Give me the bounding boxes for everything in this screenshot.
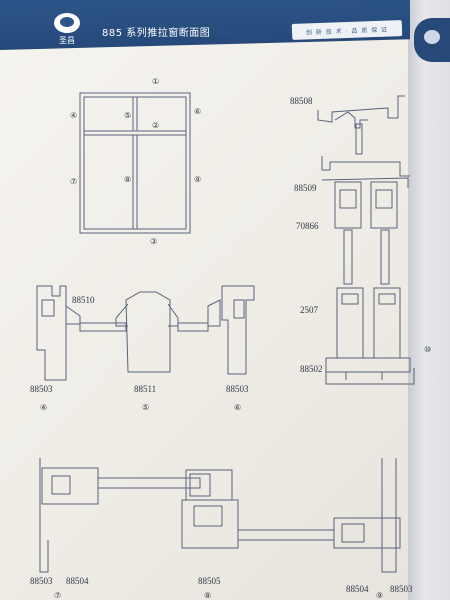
marker-3: ③ xyxy=(150,237,157,246)
label-88505: 88505 xyxy=(198,576,221,586)
label-88508: 88508 xyxy=(290,96,313,106)
marker-section-8: ⑧ xyxy=(204,591,211,600)
label-88511: 88511 xyxy=(134,384,156,394)
label-88509: 88509 xyxy=(294,183,317,193)
marker-section-5: ⑤ xyxy=(142,403,149,412)
marker-4: ④ xyxy=(70,111,77,120)
logo: 圣昌 xyxy=(44,6,90,52)
label-70866: 70866 xyxy=(296,221,319,231)
label-88503-right: 88503 xyxy=(226,384,249,394)
label-2507: 2507 xyxy=(300,305,319,315)
label-bottom-88504-left: 88504 xyxy=(66,576,89,586)
page-title: 885 系列推拉窗断面图 xyxy=(102,28,211,39)
marker-5: ⑤ xyxy=(124,111,131,120)
logo-icon xyxy=(54,12,80,33)
label-bottom-88503-left: 88503 xyxy=(30,576,53,586)
label-bottom-88504-right: 88504 xyxy=(346,584,369,594)
marker-1: ① xyxy=(152,77,159,86)
label-88502: 88502 xyxy=(300,364,323,374)
marker-10: ⑩ xyxy=(424,345,431,354)
marker-6: ⑥ xyxy=(194,107,201,116)
marker-section-6: ⑥ xyxy=(234,403,241,412)
adjacent-page-logo-icon xyxy=(414,18,450,62)
logo-text: 圣昌 xyxy=(59,35,75,45)
window-elevation xyxy=(79,92,191,234)
marker-section-9: ⑨ xyxy=(376,591,383,600)
marker-7: ⑦ xyxy=(70,177,77,186)
adjacent-page-edge xyxy=(408,0,450,600)
marker-9: ⑨ xyxy=(194,175,201,184)
marker-2: ② xyxy=(152,121,159,130)
middle-section-profile xyxy=(36,285,255,381)
label-88503-left: 88503 xyxy=(30,384,53,394)
marker-section-4: ④ xyxy=(40,403,47,412)
bottom-section-profile xyxy=(39,458,401,573)
label-bottom-88503-right: 88503 xyxy=(390,584,413,594)
label-88510: 88510 xyxy=(72,295,95,305)
marker-section-7: ⑦ xyxy=(54,591,61,600)
marker-8: ⑧ xyxy=(124,175,131,184)
right-section-profile xyxy=(317,95,415,385)
